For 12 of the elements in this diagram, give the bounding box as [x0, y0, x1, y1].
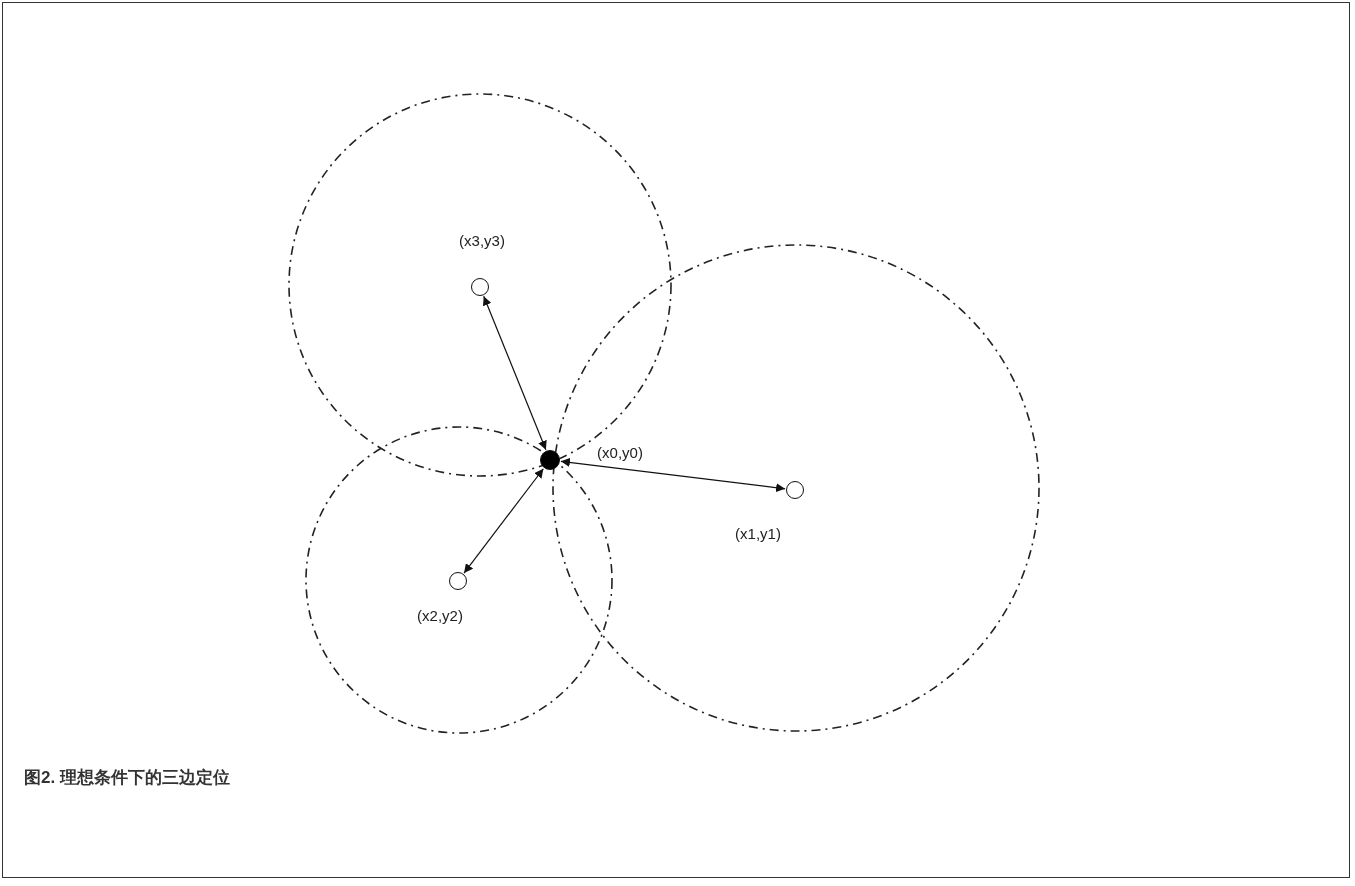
coordinate-label: (x1,y1) — [735, 524, 781, 542]
distance-arrow — [463, 468, 544, 574]
target-point — [540, 450, 560, 470]
coordinate-label: (x2,y2) — [417, 606, 463, 624]
distance-arrow — [560, 457, 786, 493]
distance-arrow — [482, 295, 547, 451]
coordinate-label: (x3,y3) — [459, 231, 505, 249]
coordinate-label: (x0,y0) — [597, 443, 643, 461]
anchor-point — [471, 278, 489, 296]
anchor-point — [786, 481, 804, 499]
figure-caption: 图2. 理想条件下的三边定位 — [24, 767, 230, 789]
anchor-point — [449, 572, 467, 590]
